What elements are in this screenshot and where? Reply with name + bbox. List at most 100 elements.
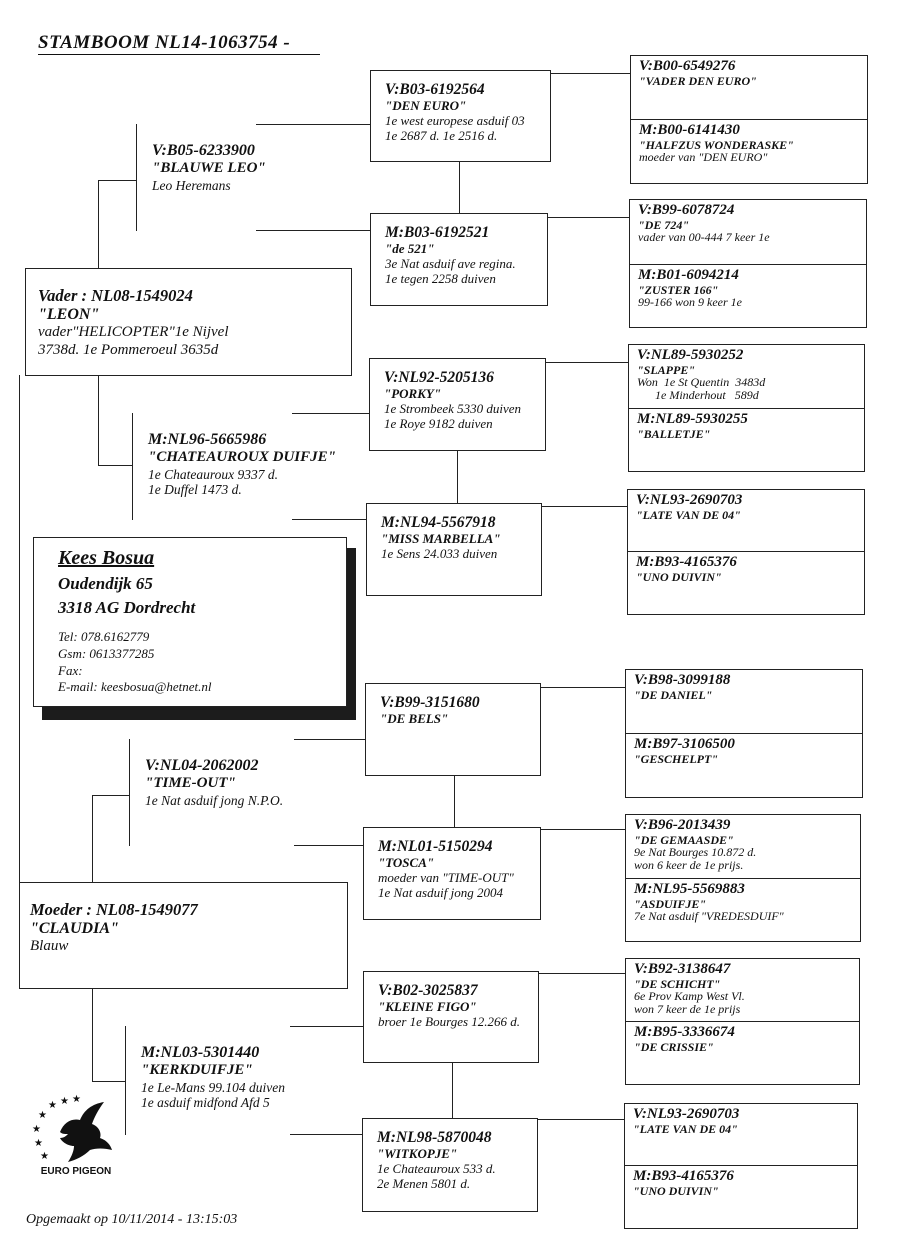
connector-line — [256, 124, 370, 125]
svg-text:★: ★ — [60, 1096, 69, 1107]
connector-line — [98, 465, 132, 466]
connector-line — [294, 845, 363, 846]
owner-tel: Tel: 078.6162779 — [58, 628, 150, 644]
ancestor-box: V:B98-3099188 "DE DANIEL" — [625, 669, 863, 734]
footer-timestamp: Opgemaakt op 10/11/2014 - 13:15:03 — [26, 1212, 238, 1227]
connector-line — [292, 413, 369, 414]
ancestor-note: 9e Nat Bourges 10.872 d. — [634, 845, 757, 860]
grandparent-name: "BLAUWE LEO" — [152, 160, 266, 177]
connector-line — [19, 375, 20, 883]
ancestor-name: "GESCHELPT" — [634, 751, 718, 766]
ancestor-note: 1e Sens 24.033 duiven — [381, 545, 498, 561]
ancestor-ring-number: M:B93-4165376 — [633, 1168, 734, 1184]
ancestor-ring-number: M:NL95-5569883 — [634, 881, 745, 897]
ancestor-box: V:NL93-2690703 "LATE VAN DE 04" — [624, 1103, 858, 1166]
connector-line — [457, 450, 458, 504]
connector-line — [136, 124, 137, 231]
great-grandparent-box: M:NL98-5870048 "WITKOPJE" 1e Chateauroux… — [362, 1118, 538, 1212]
ancestor-ring-number: M:B93-4165376 — [636, 554, 737, 570]
euro-pigeon-logo: ★ ★ ★ ★ ★ ★ ★ EURO PIGEON — [26, 1092, 126, 1182]
connector-line — [92, 795, 129, 796]
grandparent-note: 1e Le-Mans 99.104 duiven — [141, 1079, 285, 1095]
ancestor-note: broer 1e Bourges 12.266 d. — [378, 1013, 521, 1029]
ancestor-box: M:B00-6141430 "HALFZUS WONDERASKE" moede… — [630, 119, 868, 184]
connector-line — [92, 1081, 125, 1082]
ancestor-ring-number: V:NL93-2690703 — [633, 1106, 740, 1122]
ancestor-name: "PORKY" — [384, 385, 442, 401]
ancestor-name: "WITKOPJE" — [377, 1145, 458, 1161]
grandparent-ring-number: M:NL96-5665986 — [148, 431, 267, 448]
father-ring-number: Vader : NL08-1549024 — [38, 286, 193, 305]
grandparent-name: "KERKDUIFJE" — [141, 1062, 253, 1079]
ancestor-name: "LATE VAN DE 04" — [633, 1121, 738, 1136]
connector-line — [98, 180, 99, 269]
ancestor-ring-number: M:B03-6192521 — [385, 224, 490, 241]
connector-line — [547, 217, 629, 218]
great-grandparent-box: V:B99-3151680 "DE BELS" — [365, 683, 541, 776]
page-title: STAMBOOM NL14-1063754 - — [38, 32, 320, 55]
ancestor-ring-number: V:B92-3138647 — [634, 961, 731, 977]
ancestor-name: "DE CRISSIE" — [634, 1039, 714, 1054]
ancestor-box: M:NL95-5569883 "ASDUIFJE" 7e Nat asduif … — [625, 878, 861, 942]
ancestor-ring-number: M:B01-6094214 — [638, 267, 739, 283]
ancestor-ring-number: V:B99-3151680 — [380, 694, 480, 711]
owner-city: 3318 AG Dordrecht — [58, 598, 196, 618]
owner-card: Kees Bosua Oudendijk 65 3318 AG Dordrech… — [33, 537, 347, 707]
ancestor-note: 1e west europese asduif 03 — [385, 112, 525, 128]
ancestor-ring-number: V:B02-3025837 — [378, 982, 478, 999]
ancestor-ring-number: M:B00-6141430 — [639, 122, 740, 138]
ancestor-box: M:B01-6094214 "ZUSTER 166" 99-166 won 9 … — [629, 264, 867, 328]
ancestor-ring-number: V:B98-3099188 — [634, 672, 731, 688]
ancestor-ring-number: M:NL94-5567918 — [381, 514, 496, 531]
ancestor-note: 3e Nat asduif ave regina. — [385, 255, 516, 271]
grandparent-note: 1e Nat asduif jong N.P.O. — [145, 792, 284, 808]
connector-line — [452, 1062, 453, 1119]
connector-line — [454, 775, 455, 828]
father-name: "LEON" — [38, 305, 100, 323]
grandparent-box: V:B05-6233900 "BLAUWE LEO" Leo Heremans — [136, 124, 266, 231]
connector-line — [545, 362, 628, 363]
ancestor-note: moeder van "DEN EURO" — [639, 150, 768, 165]
great-grandparent-box: V:B02-3025837 "KLEINE FIGO" broer 1e Bou… — [363, 971, 539, 1063]
grandparent-name: "TIME-OUT" — [145, 775, 236, 792]
ancestor-ring-number: M:B97-3106500 — [634, 736, 735, 752]
great-grandparent-box: M:NL01-5150294 "TOSCA" moeder van "TIME-… — [363, 827, 541, 920]
ancestor-ring-number: V:NL92-5205136 — [384, 369, 494, 386]
connector-line — [294, 739, 365, 740]
connector-line — [92, 795, 93, 883]
ancestor-name: "BALLETJE" — [637, 426, 711, 441]
owner-gsm: Gsm: 0613377285 — [58, 645, 155, 661]
svg-text:★: ★ — [34, 1138, 43, 1149]
grandparent-box: V:NL04-2062002 "TIME-OUT" 1e Nat asduif … — [129, 739, 295, 846]
connector-line — [459, 161, 460, 214]
grandparent-box: M:NL96-5665986 "CHATEAUROUX DUIFJE" 1e C… — [132, 413, 336, 520]
ancestor-name: "DE 724" — [638, 217, 689, 232]
ancestor-note: 1e Nat asduif jong 2004 — [378, 884, 503, 900]
ancestor-box: M:B95-3336674 "DE CRISSIE" — [625, 1021, 860, 1085]
ancestor-note: 6e Prov Kamp West Vl. — [634, 989, 745, 1004]
owner-fax: Fax: — [58, 662, 83, 678]
mother-note: Blauw — [30, 938, 69, 955]
connector-line — [125, 1026, 126, 1135]
ancestor-note: won 6 keer de 1e prijs. — [634, 857, 744, 872]
connector-line — [541, 506, 627, 507]
ancestor-name: "MISS MARBELLA" — [381, 530, 501, 546]
father-note: vader"HELICOPTER"1e Nijvel — [38, 324, 229, 341]
ancestor-name: "UNO DUIVIN" — [636, 569, 722, 584]
svg-text:★: ★ — [32, 1124, 41, 1135]
ancestor-note: Won 1e St Quentin 3483d — [637, 375, 766, 390]
grandparent-note: Leo Heremans — [152, 177, 231, 193]
owner-name: Kees Bosua — [58, 547, 155, 569]
connector-line — [292, 519, 366, 520]
grandparent-name: "CHATEAUROUX DUIFJE" — [148, 449, 336, 466]
svg-text:★: ★ — [48, 1100, 57, 1111]
ancestor-name: "HALFZUS WONDERASKE" — [639, 137, 794, 152]
ancestor-name: "ASDUIFJE" — [634, 896, 707, 911]
grandparent-ring-number: M:NL03-5301440 — [141, 1044, 260, 1061]
ancestor-note: 1e tegen 2258 duiven — [385, 270, 496, 286]
owner-street: Oudendijk 65 — [58, 574, 153, 593]
ancestor-ring-number: V:NL93-2690703 — [636, 492, 743, 508]
ancestor-ring-number: M:NL89-5930255 — [637, 411, 748, 427]
ancestor-note: 1e Chateauroux 533 d. — [377, 1160, 496, 1176]
ancestor-name: "SLAPPE" — [637, 362, 695, 377]
